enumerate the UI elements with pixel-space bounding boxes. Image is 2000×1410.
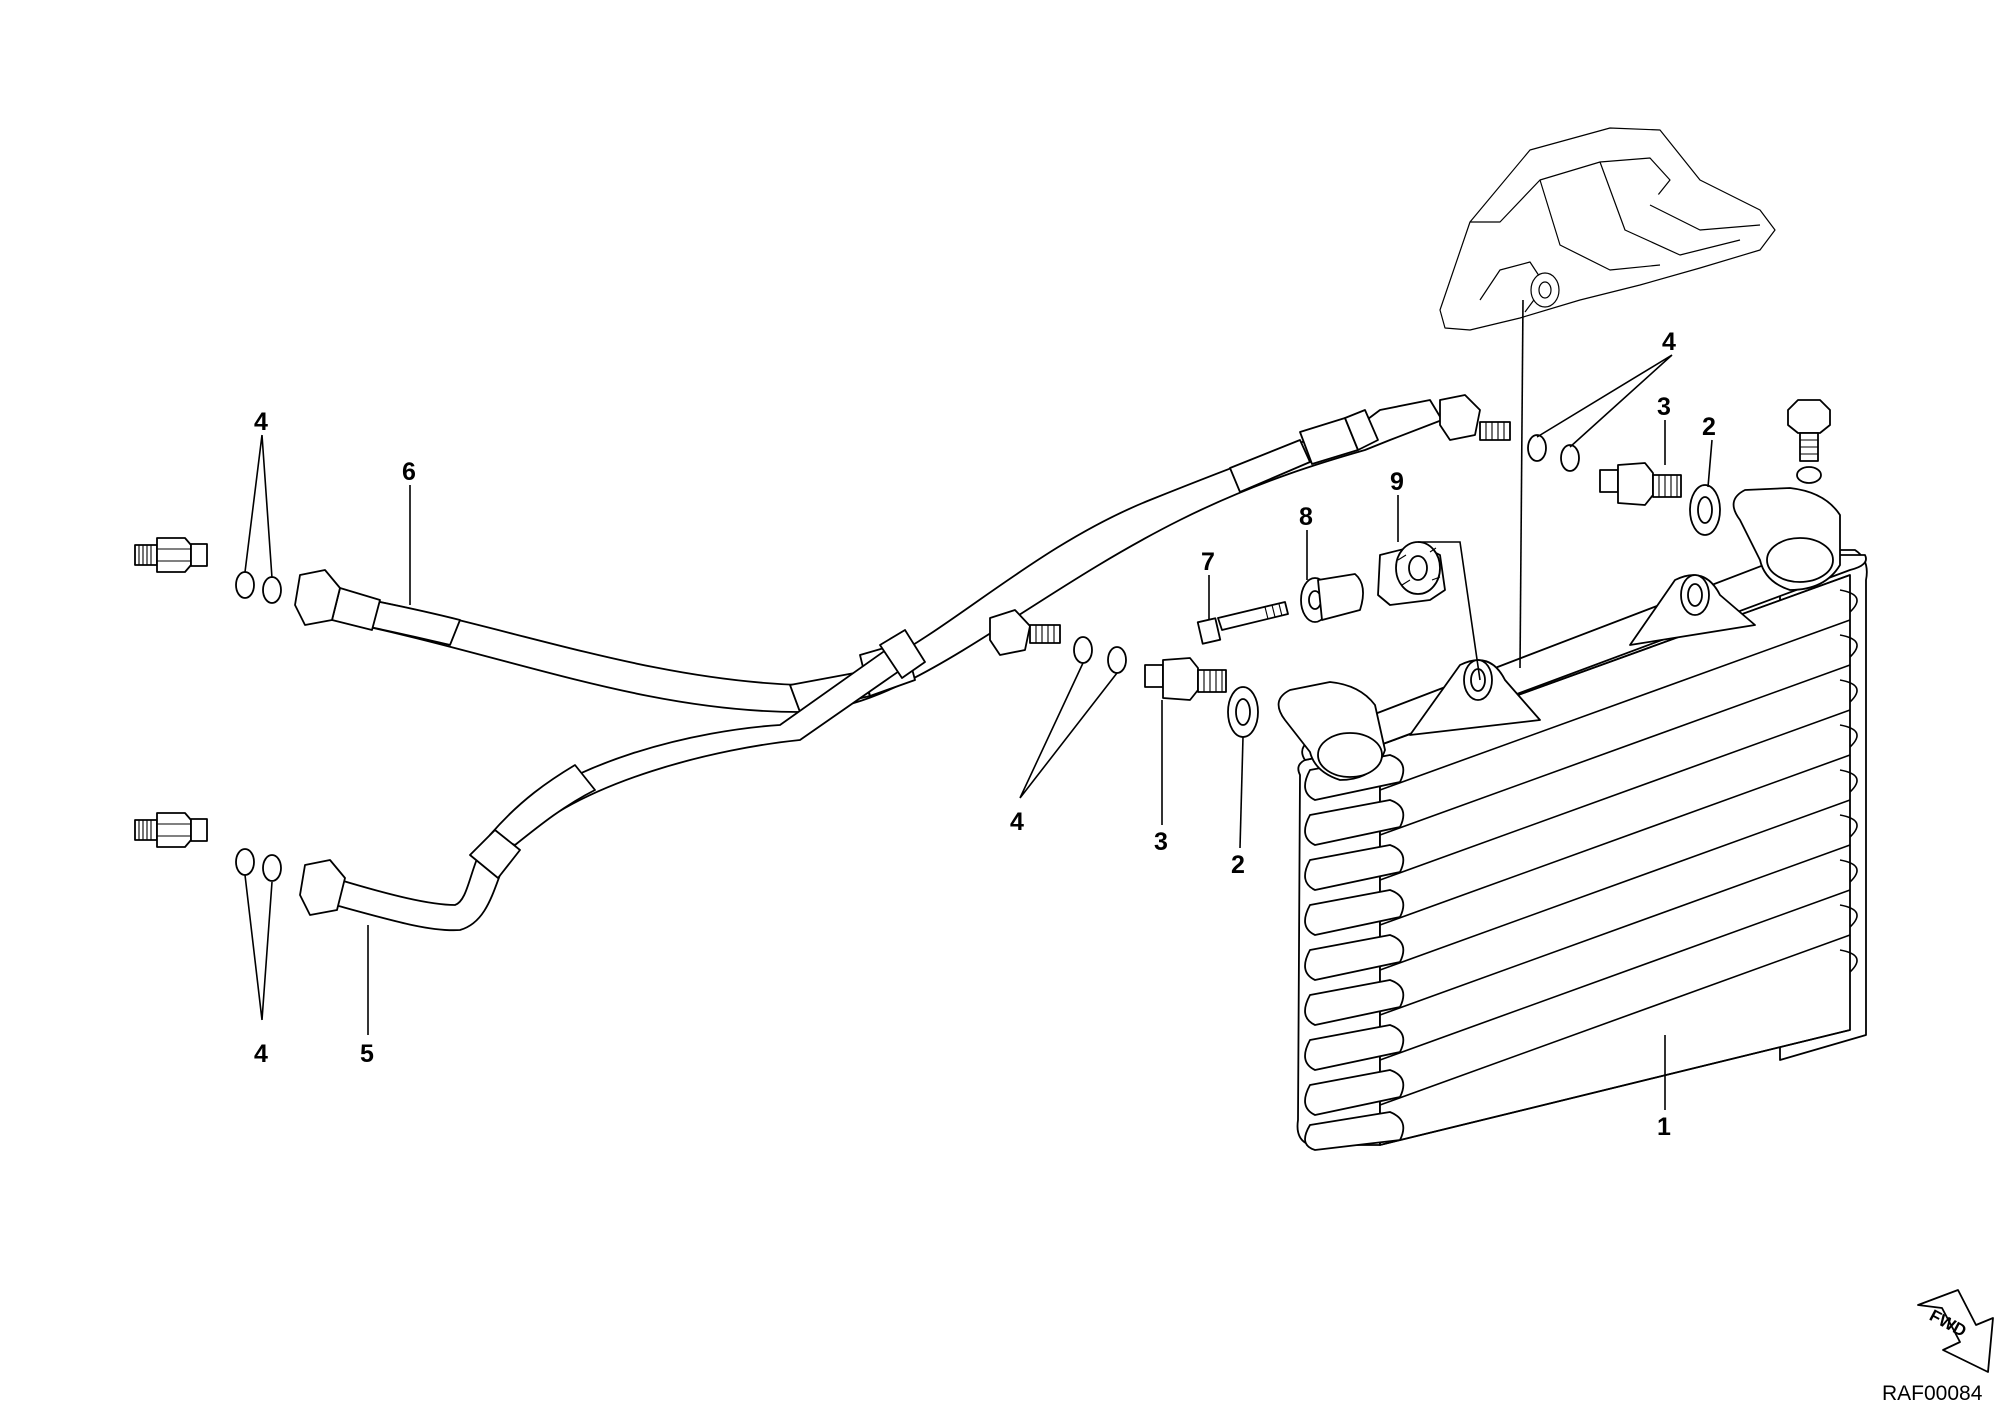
drain-plug <box>1787 399 1831 484</box>
callout-5: 5 <box>360 1040 374 1068</box>
cooler-mount-tab-right <box>1629 574 1756 646</box>
bolt-7 <box>1196 601 1289 645</box>
callout-2-upper: 2 <box>1702 413 1716 441</box>
callout-6: 6 <box>402 458 416 486</box>
callout-8: 8 <box>1299 503 1313 531</box>
callout-labels: 1 2 2 3 3 4 4 4 4 5 6 7 8 9 <box>254 328 1716 1141</box>
left-lower-fitting-group <box>134 812 346 916</box>
callout-4-upper-right: 4 <box>1662 328 1676 356</box>
callout-9: 9 <box>1390 468 1404 496</box>
cooler-outlet-elbow-left <box>1277 681 1386 781</box>
cooler-outlet-elbow-right <box>1732 487 1841 591</box>
callout-3-upper: 3 <box>1657 393 1671 421</box>
spacer-8 <box>1300 573 1364 623</box>
callout-4-mid: 4 <box>1010 808 1024 836</box>
fwd-arrow-icon: FWD <box>1917 1289 1994 1373</box>
callout-3-lower: 3 <box>1154 828 1168 856</box>
cooler-right-tube-ends <box>1839 589 1858 973</box>
grommet-9 <box>1377 541 1446 606</box>
drawing-code: RAF00084 <box>1882 1382 1983 1405</box>
callout-4-lower-left: 4 <box>254 1040 268 1068</box>
callout-4-upper-left: 4 <box>254 408 268 436</box>
cooler-mount-tab-left <box>1409 659 1541 736</box>
mount-bolt-group <box>1196 541 1446 645</box>
callout-1: 1 <box>1657 1113 1671 1141</box>
mid-lower-fitting-group <box>989 609 1259 738</box>
left-upper-fitting-group <box>134 537 341 626</box>
oil-cooler <box>1277 487 1868 1151</box>
upper-right-fitting-group <box>1439 394 1831 536</box>
frame-bracket-ghost <box>1439 127 1776 331</box>
cooler-tube-ends <box>1304 754 1405 1151</box>
hose-5 <box>334 629 926 932</box>
callout-2-lower: 2 <box>1231 851 1245 879</box>
callout-7: 7 <box>1201 548 1215 576</box>
leader-lines <box>244 299 1713 1110</box>
